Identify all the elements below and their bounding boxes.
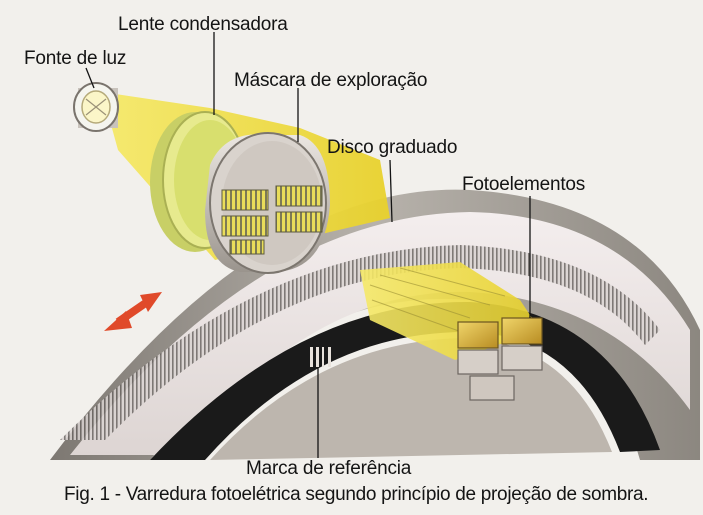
label-light-source: Fonte de luz xyxy=(24,48,127,69)
light-source-lamp xyxy=(73,82,119,132)
photoelements xyxy=(457,317,543,401)
figure-caption: Fig. 1 - Varredura fotoelétrica segundo … xyxy=(64,484,649,505)
label-reference-mark: Marca de referência xyxy=(246,458,412,479)
leader-lines xyxy=(85,32,531,318)
motion-arrow-icon xyxy=(104,292,162,331)
label-graduated-disc: Disco graduado xyxy=(327,137,458,158)
scanning-mask-gratings xyxy=(221,185,323,255)
reference-mark xyxy=(310,347,331,367)
graduation-track xyxy=(60,245,660,440)
label-photoelements: Fotoelementos xyxy=(462,174,586,195)
label-condenser-lens: Lente condensadora xyxy=(118,14,288,35)
label-scanning-mask: Máscara de exploração xyxy=(234,70,428,91)
transmitted-beam-lines xyxy=(369,267,506,336)
